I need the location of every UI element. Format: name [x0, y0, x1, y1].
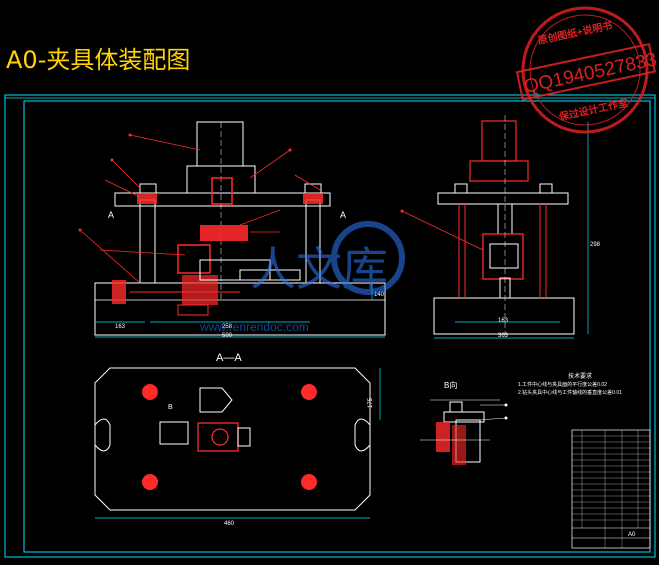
watermark: 人文库 www.renrendoc.com: [199, 221, 405, 334]
outer-frame: [4, 94, 656, 558]
stamp: 原创图纸+说明书 QQ1940527833 保过设计工作室: [515, 6, 659, 134]
section-mark-a-right: A: [340, 210, 346, 220]
dim-side-total: 363: [498, 333, 509, 339]
watermark-brand: 人文库: [250, 243, 388, 295]
tech-req-line1: 1.工件中心线与夹具面的平行度公差0.02: [518, 381, 607, 388]
stamp-bottom-text: 保过设计工作室: [557, 96, 629, 123]
page-title: A0-夹具体装配图: [6, 46, 191, 74]
title-block-label: A0: [628, 532, 636, 538]
view-b: [420, 399, 508, 465]
title-block: A0: [571, 429, 651, 549]
dim-section-width: 460: [224, 521, 235, 527]
side-view: 163 363 298: [400, 115, 601, 339]
dim-front-left: 163: [115, 324, 126, 330]
stamp-top-text: 原创图纸+说明书: [537, 19, 614, 47]
dim-front-mid: 258: [222, 324, 233, 330]
inner-frame: [23, 100, 651, 553]
section-label: A—A: [216, 352, 242, 364]
tech-req-line2: 2.钻头夹具中心线与工件轴线的垂直度公差0.01: [518, 389, 622, 396]
dim-side-bottom: 163: [498, 318, 509, 324]
dim-side-height: 298: [590, 242, 601, 248]
dim-front-total: 500: [222, 333, 233, 339]
section-view: B 460 175: [94, 367, 381, 527]
dim-section-height: 175: [368, 397, 374, 408]
front-view: A A 163 258 500 140: [78, 121, 386, 339]
view-b-label: B向: [444, 380, 457, 390]
dim-front-height: 140: [374, 292, 385, 298]
tech-req-title: 技术要求: [568, 372, 592, 380]
watermark-url: www.renrendoc.com: [199, 320, 309, 334]
section-mark-a-left: A: [108, 210, 114, 220]
marker-b: B: [168, 404, 173, 411]
